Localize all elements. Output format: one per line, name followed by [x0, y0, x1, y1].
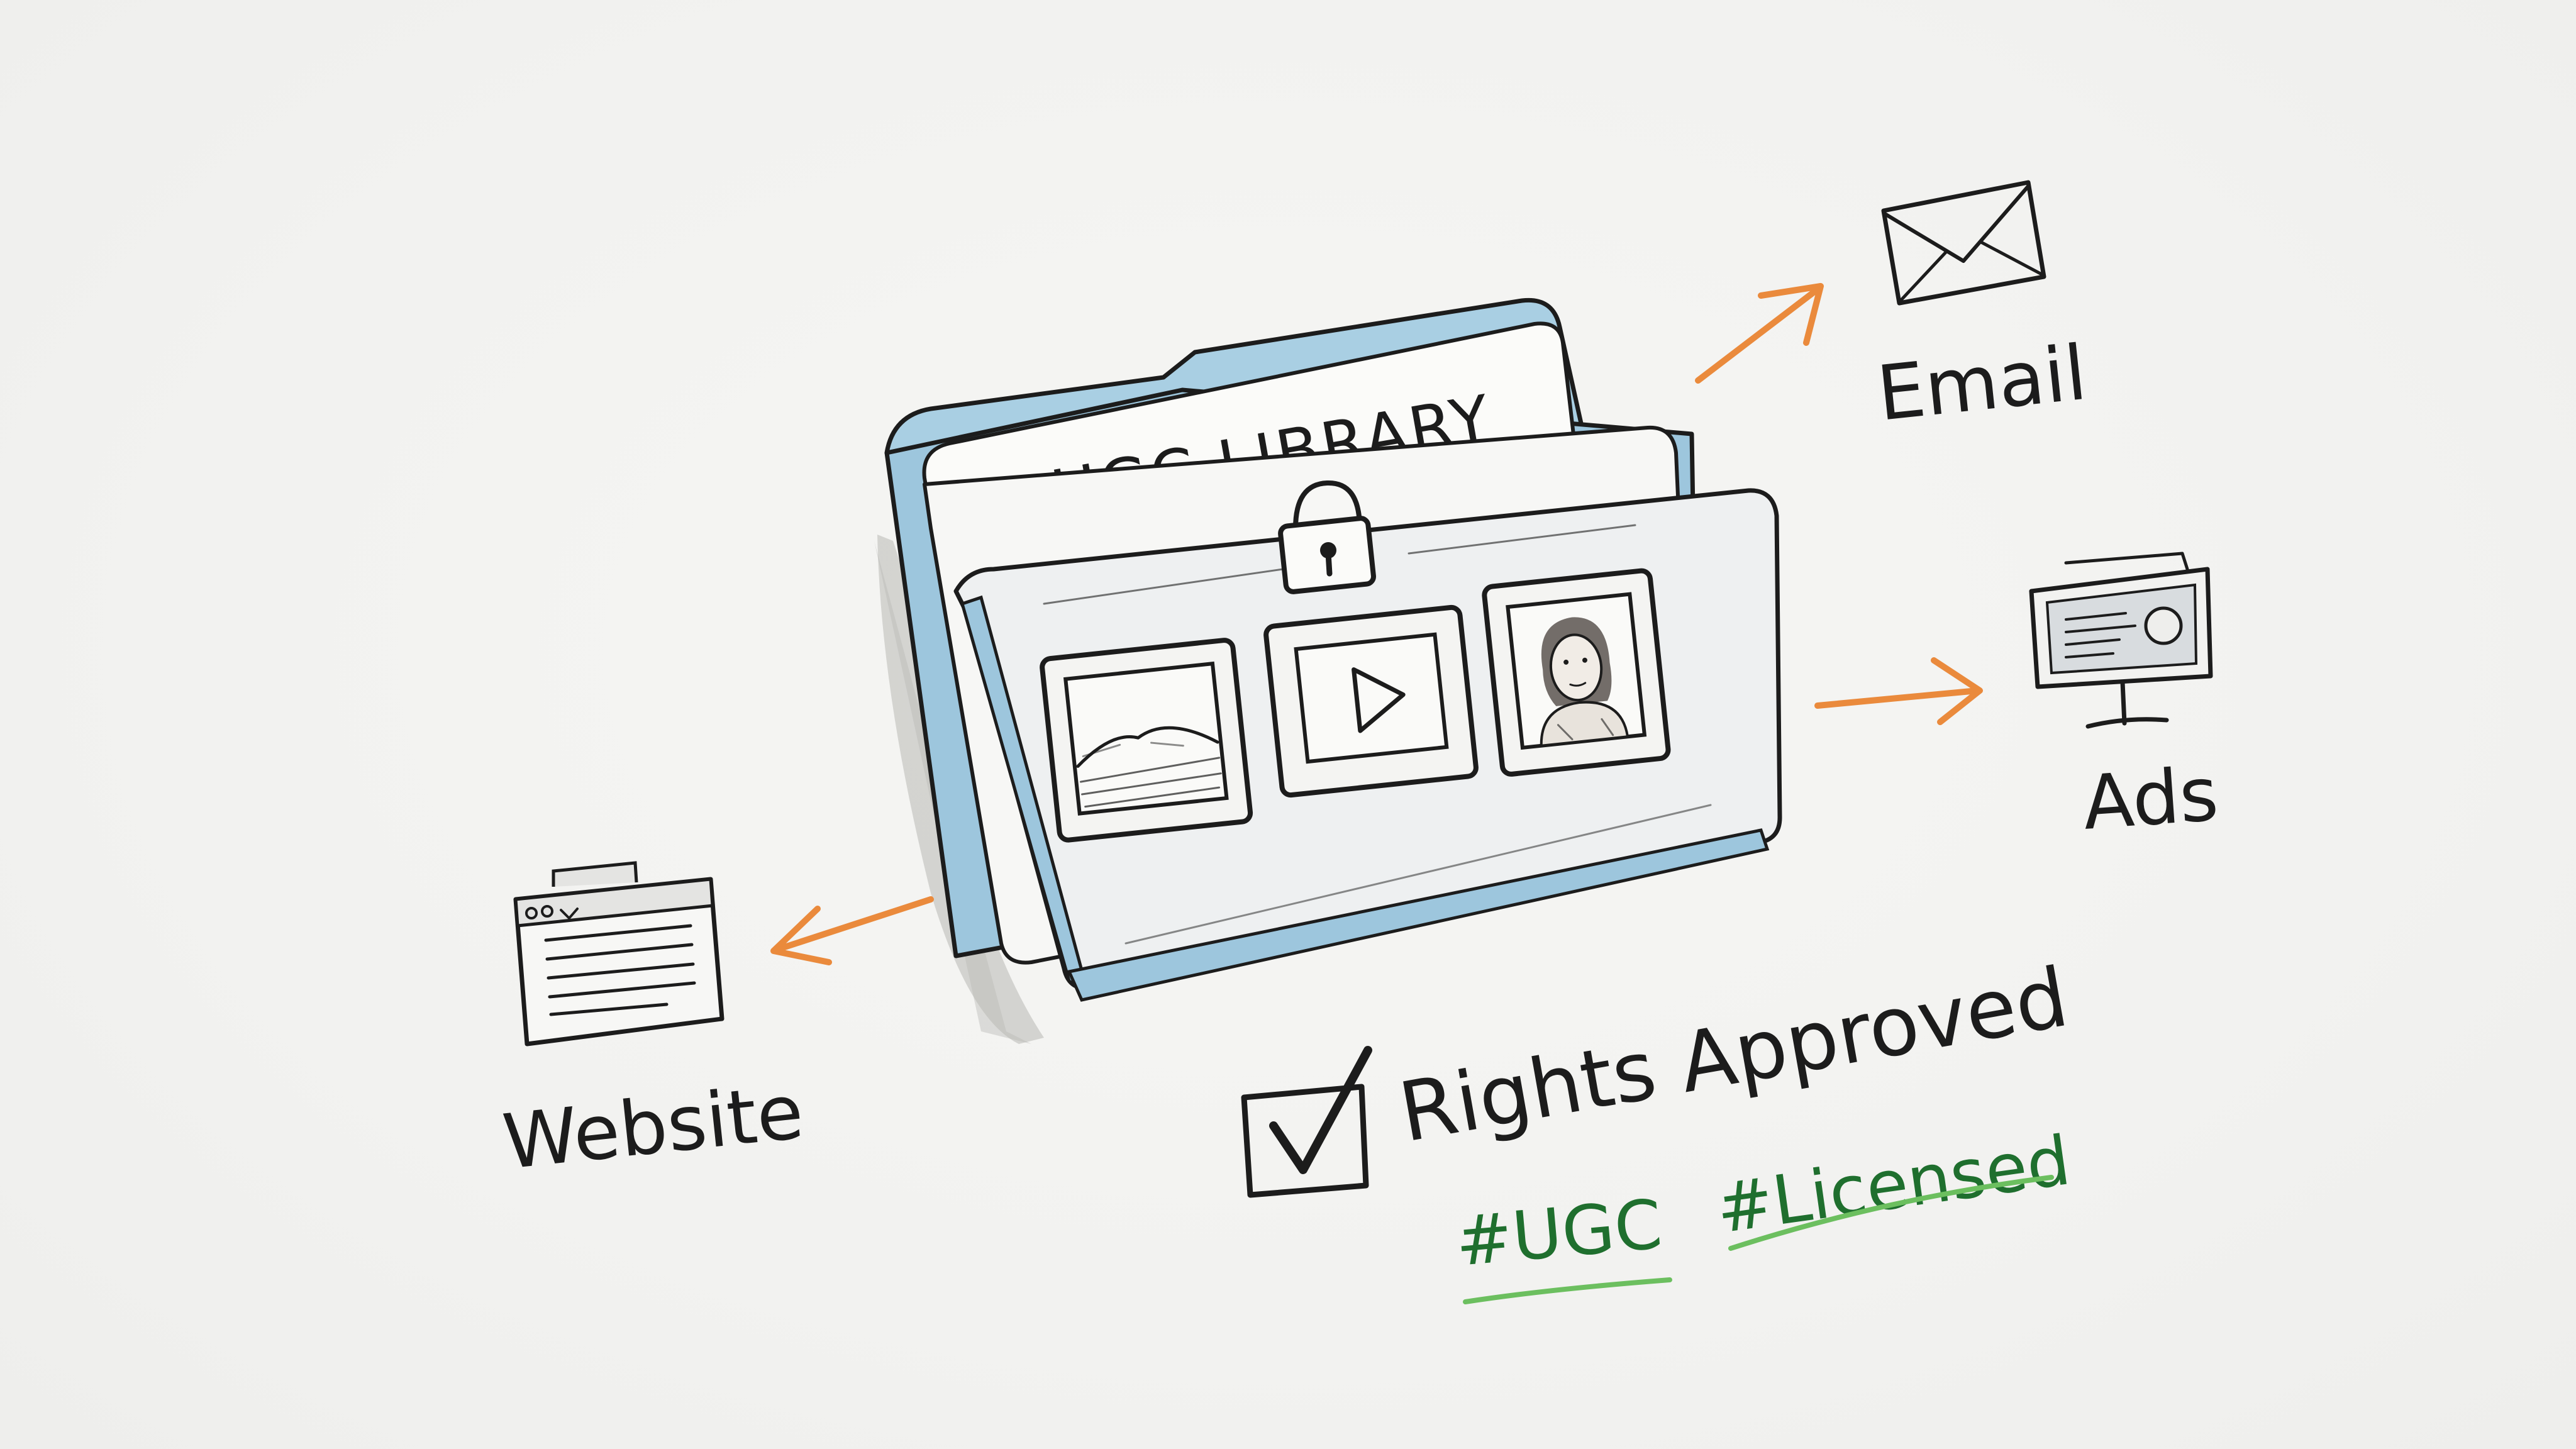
arrow-to-ads [1814, 657, 1983, 725]
tag-ugc-underline [1463, 1277, 1672, 1304]
monitor-icon [2029, 552, 2213, 729]
envelope-icon [1881, 180, 2046, 306]
arrow-to-website [770, 896, 934, 965]
media-card-video [1263, 604, 1479, 798]
email-channel: Email [1874, 180, 2091, 438]
tag-licensed-underline [1728, 1175, 2054, 1251]
ugc-library-folder: UGC LIBRARY [874, 297, 1782, 1044]
tag-licensed: #Licensed [1711, 1121, 2075, 1251]
website-label: Website [499, 1069, 808, 1187]
ads-label: Ads [2080, 750, 2221, 847]
checkbox-checked-icon [1241, 1046, 1372, 1198]
tag-ugc-text: #UGC [1452, 1185, 1665, 1282]
media-card-portrait [1482, 568, 1671, 777]
email-label: Email [1874, 330, 2091, 438]
sheet-line-top [1043, 568, 1284, 605]
rights-status-label: Rights Approved [1392, 949, 2075, 1160]
ads-channel: Ads [2029, 552, 2221, 847]
arrow-to-email [1695, 283, 1824, 384]
website-channel: Website [499, 861, 808, 1187]
play-icon [1352, 667, 1406, 733]
mountain-icon [1076, 726, 1219, 768]
tag-licensed-text: #Licensed [1711, 1121, 2075, 1249]
person-portrait-icon [1540, 617, 1629, 747]
tag-ugc: #UGC [1452, 1185, 1672, 1304]
folder-pocket-bottom [1067, 828, 1770, 1002]
browser-window-icon [513, 861, 724, 1046]
sheet-line-bottom [1124, 804, 1712, 945]
lock-icon [1278, 480, 1376, 594]
sheet-line-top-right [1407, 524, 1636, 555]
media-card-landscape [1040, 638, 1253, 843]
